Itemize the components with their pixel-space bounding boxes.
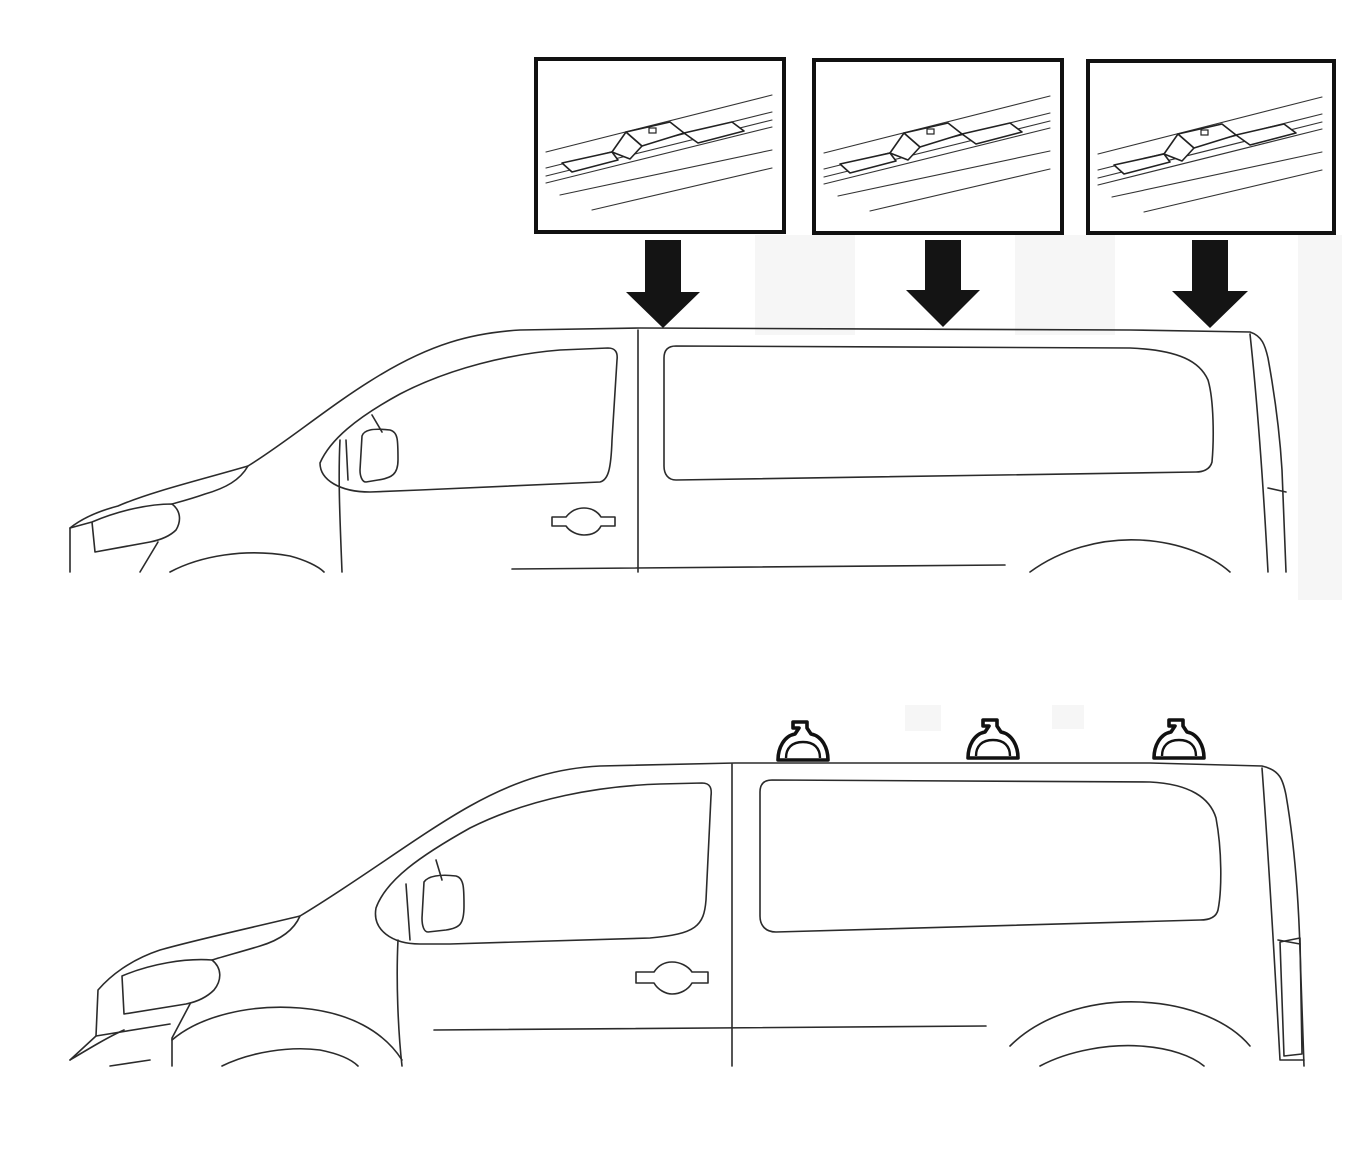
down-arrow-2 [906,240,980,327]
mounting-plate-1 [561,121,745,173]
roof-bracket-1 [776,720,830,762]
background-shading [755,235,1342,731]
mounting-plate-3 [1113,123,1297,175]
down-arrow-3 [1172,240,1248,328]
detail-panel-2 [812,58,1064,235]
van-bottom-outline [69,762,1305,1067]
detail-panel-1 [534,57,786,234]
down-arrow-1 [626,240,700,328]
roof-bracket-3 [1152,718,1206,760]
van-top-outline [69,327,1287,573]
mounting-plate-2 [839,122,1023,174]
roof-bracket-2 [966,718,1020,760]
detail-panel-3 [1086,59,1336,235]
